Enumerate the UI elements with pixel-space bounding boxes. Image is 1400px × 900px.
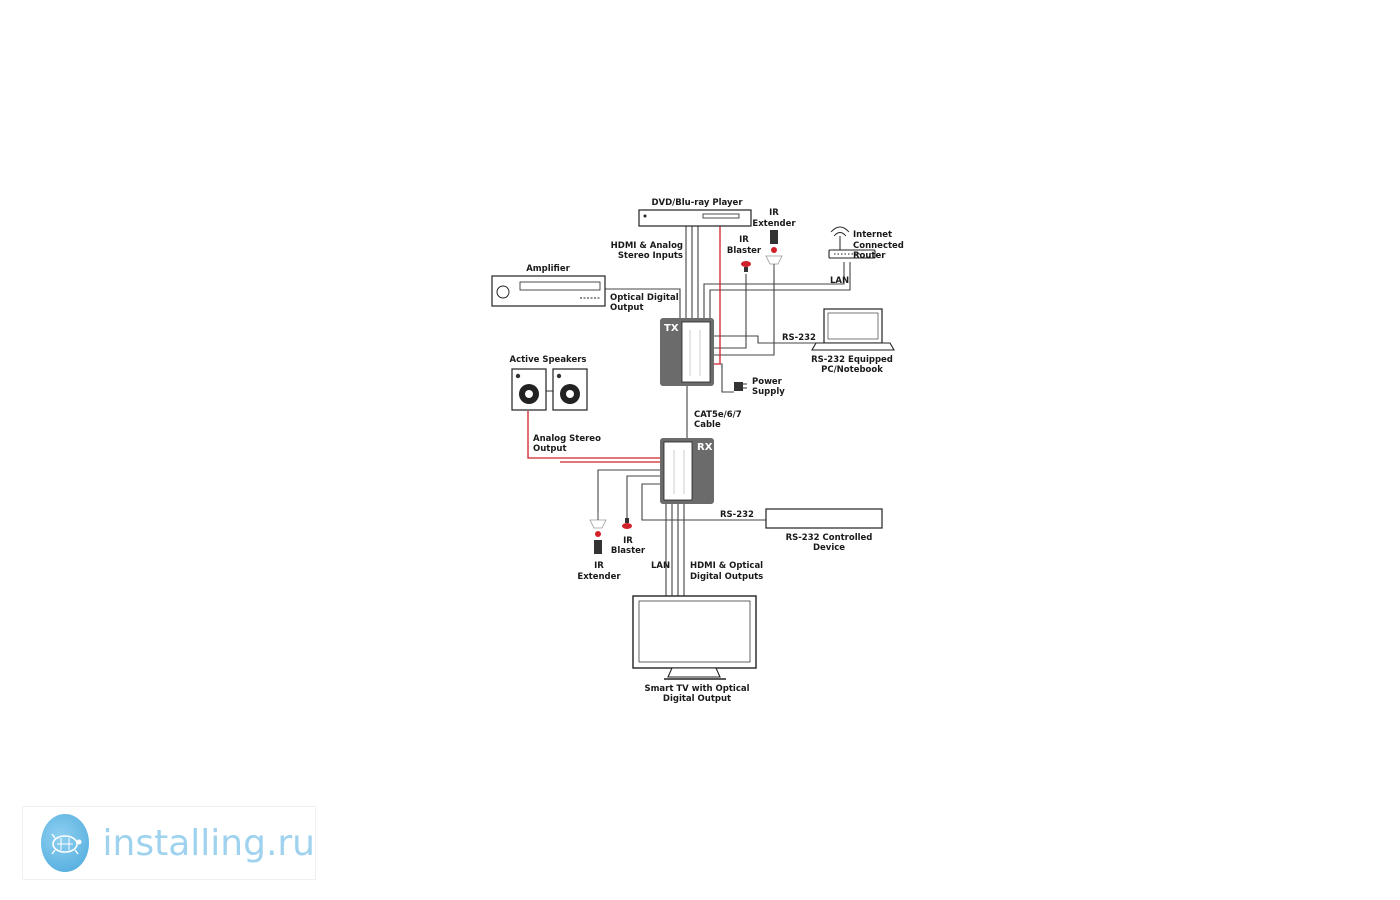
laptop-icon	[811, 308, 895, 351]
dvd-player-tray	[702, 213, 740, 219]
analog-output-label-1: Analog Stereo	[533, 434, 601, 444]
router-label-2: Connected	[853, 241, 904, 251]
amplifier-knob	[496, 285, 510, 299]
ir-blaster-top-label-1: IR	[739, 235, 749, 245]
analog-output-label-2: Output	[533, 444, 567, 454]
watermark-text: installing.ru	[102, 822, 315, 864]
amplifier	[491, 275, 606, 307]
ir-extender-top-label-2: Extender	[752, 219, 796, 229]
cable-label-1: CAT5e/6/7	[694, 410, 742, 420]
dvd-power-dot	[643, 214, 647, 218]
ir-blaster-icon	[741, 261, 751, 272]
router-label-3: Router	[853, 251, 886, 261]
active-speakers-label: Active Speakers	[509, 355, 586, 365]
pc-label-1: RS-232 Equipped	[811, 355, 893, 365]
ir-blaster-cable-top	[712, 274, 747, 349]
ir-extender-top-label-1: IR	[769, 208, 779, 218]
optical-output-label-1: Optical Digital	[610, 293, 679, 303]
rs232-top-label: RS-232	[782, 333, 816, 343]
tv-label-1: Smart TV with Optical	[644, 684, 749, 694]
hdmi-inputs-label-1: HDMI & Analog	[611, 241, 683, 251]
ir-extender-bottom-label-2: Extender	[577, 572, 621, 582]
audio-cables	[527, 226, 721, 463]
turtle-logo-icon	[41, 814, 89, 872]
power-supply-label-2: Supply	[752, 387, 785, 397]
tx-unit	[660, 318, 714, 386]
dvd-player	[638, 209, 752, 227]
rx-label: RX	[697, 442, 713, 453]
ir-blaster-icon-bottom	[622, 518, 632, 529]
tx-label: TX	[664, 323, 679, 334]
ir-extender-icon	[765, 230, 783, 270]
dvd-player-label: DVD/Blu-ray Player	[651, 198, 743, 208]
ir-blaster-top-label-2: Blaster	[727, 246, 762, 256]
analog-output-red-cable	[527, 411, 662, 459]
cables	[546, 226, 851, 596]
hdmi-outputs-label-1: HDMI & Optical	[690, 561, 763, 571]
amplifier-label: Amplifier	[526, 264, 570, 274]
power-plug-icon	[734, 382, 747, 391]
router-icon	[828, 226, 876, 259]
rs232-bottom-label: RS-232	[720, 510, 754, 520]
rs232-cable-bottom	[641, 483, 766, 521]
optical-output-label-2: Output	[610, 303, 644, 313]
lan-bottom-label: LAN	[651, 561, 670, 571]
power-cable	[712, 363, 734, 393]
speaker-icon	[511, 368, 547, 411]
watermark: installing.ru	[22, 806, 316, 880]
ir-extender-cable-top	[712, 270, 775, 356]
lan-top-label: LAN	[830, 276, 849, 286]
cable-label-2: Cable	[694, 420, 721, 430]
ir-extender-cable-bottom	[597, 469, 660, 512]
lan-cable-top	[709, 262, 851, 324]
hdmi-outputs-label-2: Digital Outputs	[690, 572, 763, 582]
ir-blaster-bottom-label-1: IR	[623, 536, 633, 546]
hdmi-inputs-label-2: Stereo Inputs	[618, 251, 683, 261]
ir-extender-bottom-label-1: IR	[594, 561, 604, 571]
ir-blaster-bottom-label-2: Blaster	[611, 546, 646, 556]
amplifier-body	[491, 275, 606, 307]
rs232-device-label-1: RS-232 Controlled	[786, 533, 873, 543]
power-supply-label-1: Power	[752, 377, 783, 387]
speaker-icon-right	[552, 368, 588, 411]
router-label-1: Internet	[853, 230, 892, 240]
analog-input-red-cable	[712, 226, 721, 365]
rx-unit	[660, 438, 714, 504]
rs232-device	[765, 508, 883, 529]
ir-extender-icon-bottom	[589, 512, 607, 554]
pc-label-2: PC/Notebook	[821, 365, 883, 375]
tv-icon	[632, 595, 757, 680]
rs232-device-label-2: Device	[813, 543, 845, 553]
amplifier-display	[519, 281, 601, 291]
tv-label-2: Digital Output	[663, 694, 731, 704]
optical-cable-top	[605, 288, 681, 324]
rs232-cable-top	[712, 335, 820, 344]
ir-blaster-cable-bottom	[626, 475, 660, 518]
